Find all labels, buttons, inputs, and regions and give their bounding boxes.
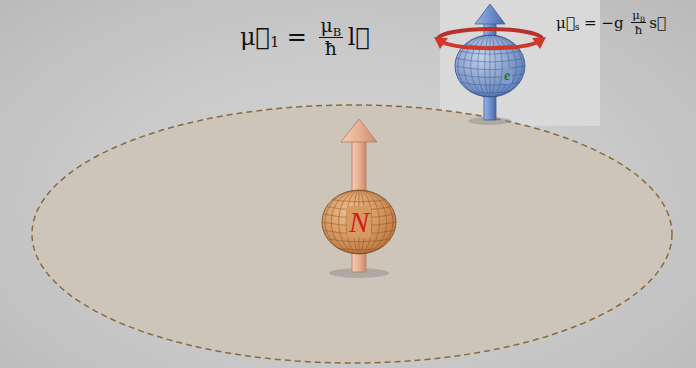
ring-arrow-head	[532, 37, 546, 49]
nucleus-symbol: N	[347, 206, 371, 238]
nucleus-arrow-head	[341, 119, 377, 142]
globe-grid	[322, 190, 396, 254]
electron-shape	[455, 35, 525, 97]
orbital-moment-formula: μ⃗1=μBħl⃗	[240, 16, 370, 58]
equals-sign: =	[287, 23, 307, 51]
moment-subscript: s	[575, 21, 580, 32]
electron-body	[455, 35, 525, 97]
electron-node: e	[455, 35, 525, 97]
bohr-magneton-symbol: μ	[632, 8, 640, 22]
numerator: μB	[631, 9, 646, 23]
hbar-symbol: ħ	[325, 38, 337, 59]
fraction: μBħ	[631, 9, 646, 37]
bohr-magneton-subscript: B	[333, 25, 342, 39]
equals-sign: = −g	[584, 14, 624, 32]
hbar-symbol: ħ	[635, 23, 643, 37]
bohr-magneton-subscript: B	[640, 15, 645, 24]
angular-momentum-symbol: s⃗	[649, 14, 666, 32]
moment-symbol: μ⃗	[240, 23, 270, 51]
denominator: ħ	[325, 38, 337, 59]
moment-subscript: 1	[270, 33, 279, 51]
globe-grid	[455, 35, 525, 97]
nucleus-outline	[322, 190, 396, 254]
electron-symbol: e	[502, 68, 512, 84]
bohr-magneton-symbol: μ	[320, 15, 332, 36]
numerator: μB	[319, 16, 343, 38]
moment-symbol: μ⃗	[556, 14, 575, 32]
orbit	[32, 105, 672, 363]
fraction: μBħ	[319, 16, 343, 58]
electron-outline	[455, 35, 525, 97]
spin-moment-formula: μ⃗s= −gμBħs⃗	[556, 9, 666, 37]
ring-arrow-head	[434, 37, 448, 49]
rotation-ring	[442, 42, 538, 48]
angular-momentum-symbol: l⃗	[348, 23, 370, 51]
nucleus-node: N	[322, 190, 396, 254]
denominator: ħ	[635, 23, 643, 36]
nucleus-body	[322, 190, 396, 254]
spin-arrow-head	[475, 4, 505, 24]
inset-ground	[440, 0, 600, 126]
